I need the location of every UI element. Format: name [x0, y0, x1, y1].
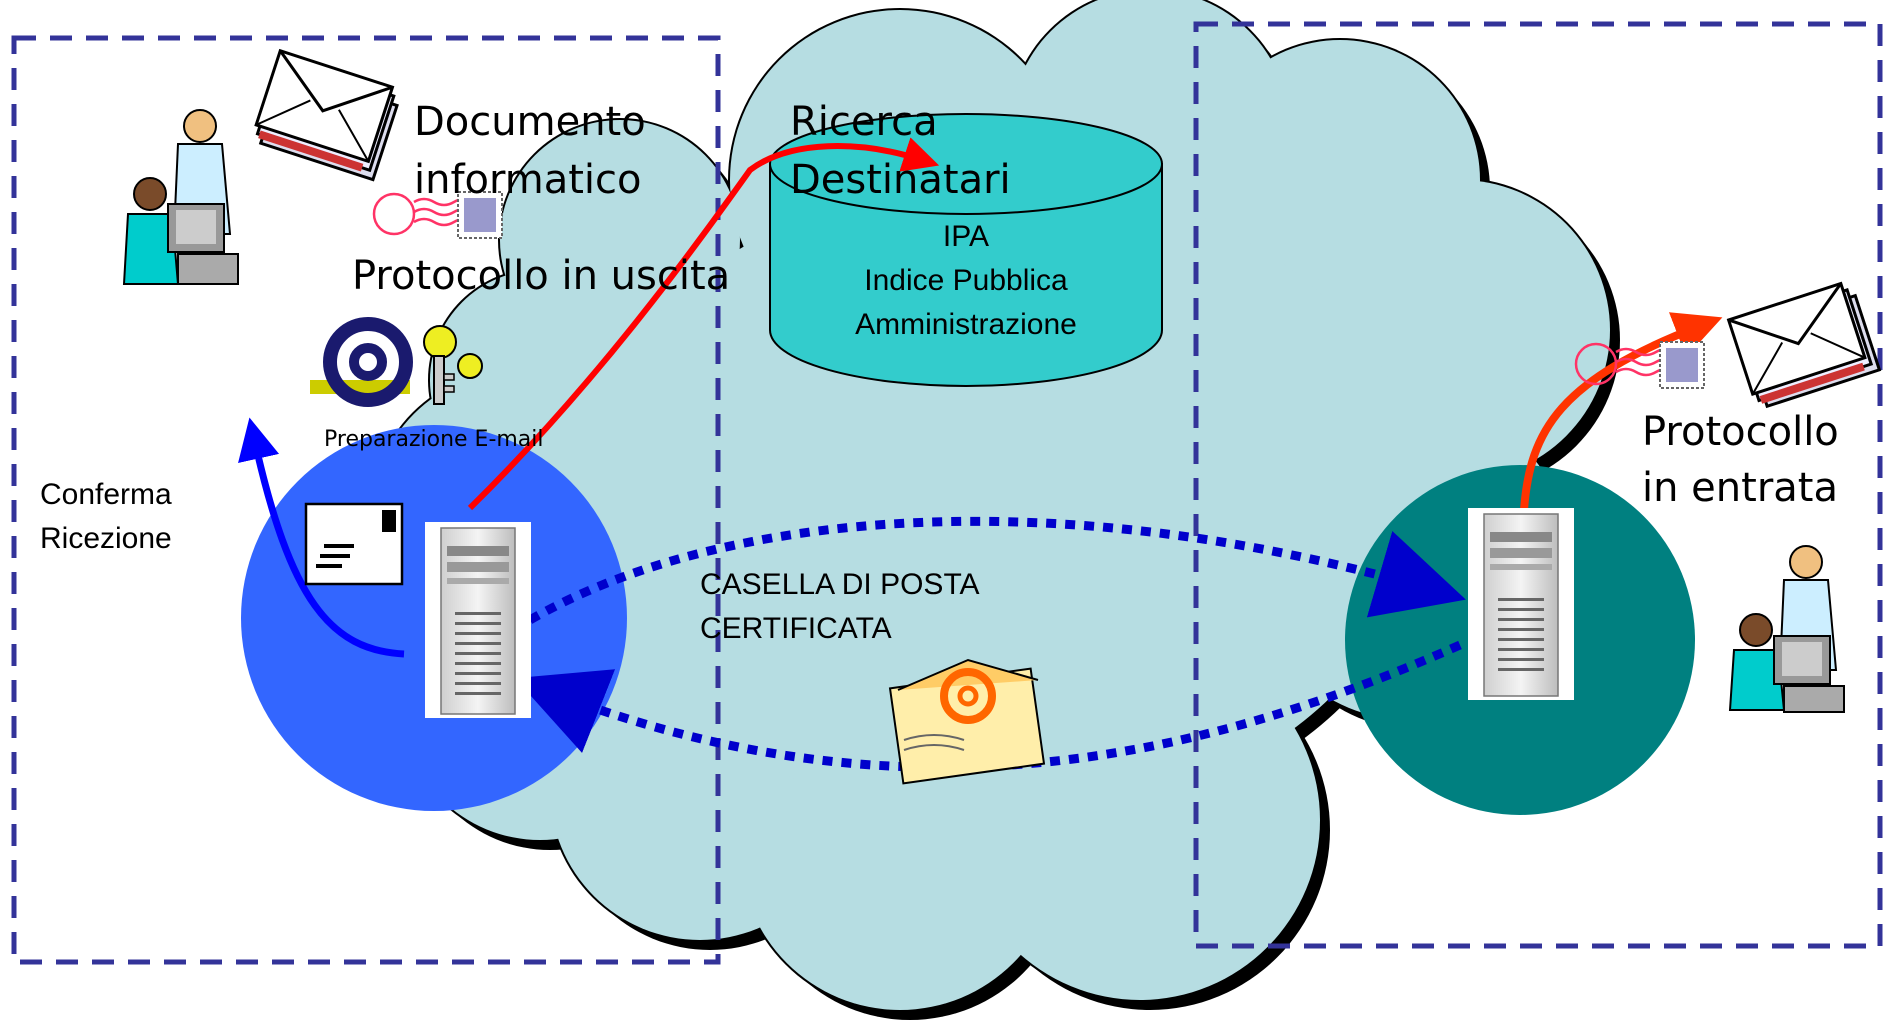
email-at-key-icon [310, 317, 483, 407]
label-amministrazione: Amministrazione [855, 308, 1077, 341]
label-ricerca: Ricerca [790, 99, 938, 145]
database-cylinder-icon [769, 113, 1163, 387]
label-documento: Documento [414, 99, 646, 145]
postage-stamp-icon [372, 191, 503, 239]
red-flow-entrata [1520, 312, 1723, 511]
red-flow-ricerca [467, 137, 940, 511]
label-conferma: Conferma [40, 478, 172, 511]
server-tower-icon [425, 522, 531, 718]
blue-arrow-conferma [238, 417, 405, 658]
label-preparazione-email: Preparazione E-mail [324, 427, 544, 452]
receiver-domain-box [1193, 21, 1883, 949]
label-destinatari: Destinatari [790, 157, 1011, 203]
envelope-stack-icon [254, 48, 399, 182]
envelope-stack-icon [1726, 281, 1882, 409]
label-protocollo-uscita: Protocollo in uscita [352, 253, 731, 299]
label-informatico: informatico [414, 157, 642, 203]
server-tower-icon [1468, 508, 1574, 700]
label-casella: CASELLA DI POSTA [700, 568, 980, 601]
email-envelope-icon [888, 658, 1046, 785]
pec-flow-outbound [527, 516, 1466, 624]
label-ipa: IPA [942, 220, 990, 253]
letter-icon [304, 502, 404, 586]
label-in-entrata: in entrata [1642, 465, 1838, 511]
label-ricezione: Ricezione [40, 522, 172, 555]
label-indice-pubblica: Indice Pubblica [864, 264, 1068, 297]
postage-stamp-icon [1574, 341, 1705, 389]
label-protocollo: Protocollo [1642, 409, 1839, 455]
office-workers-icon [1728, 545, 1845, 713]
sender-domain-box [11, 35, 721, 965]
label-certificata: CERTIFICATA [700, 612, 892, 645]
office-workers-icon [122, 109, 239, 285]
